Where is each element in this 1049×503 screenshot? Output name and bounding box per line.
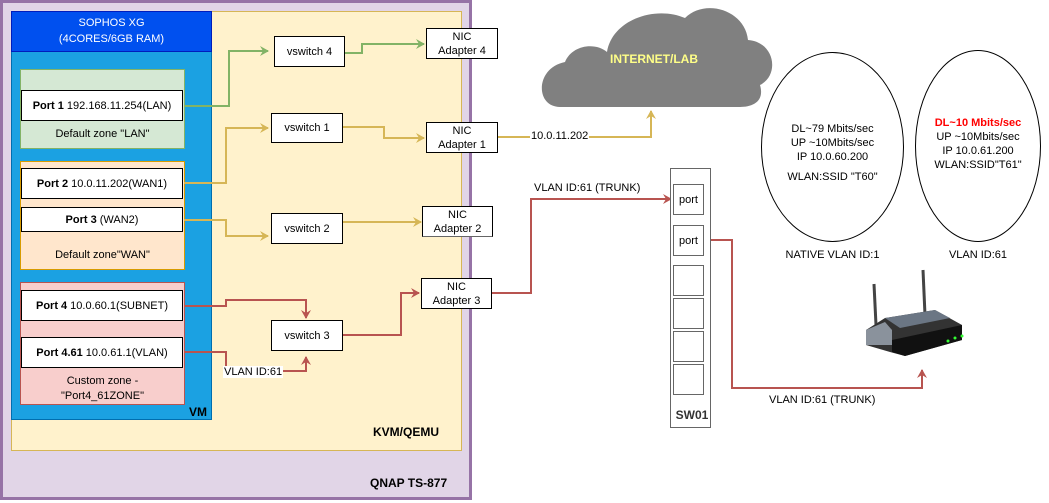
client-ssid: WLAN:SSID "T60"	[787, 171, 878, 183]
switch-port-3[interactable]	[673, 265, 704, 296]
wireless-router-icon	[866, 269, 964, 356]
trunk-label-top: VLAN ID:61 (TRUNK)	[534, 182, 641, 194]
client-ip: IP 10.0.60.200	[796, 151, 869, 163]
client-dl: DL~10 Mbits/sec	[934, 117, 1022, 129]
client-t60	[761, 52, 904, 242]
internet-cloud-label: INTERNET/LAB	[610, 52, 698, 66]
switch-label: SW01	[675, 408, 709, 422]
port-name: Port 4	[35, 299, 68, 312]
client-t61-caption: VLAN ID:61	[948, 249, 1008, 261]
port-3[interactable]: Port 3(WAN2)	[21, 207, 183, 232]
port-detail: 192.168.11.254(LAN)	[66, 99, 172, 112]
sophos-xg-header: SOPHOS XG (4CORES/6GB RAM)	[11, 11, 212, 52]
client-t61	[915, 50, 1041, 242]
link-vswitch4-nic4	[345, 39, 425, 54]
firewall-name: SOPHOS XG	[78, 17, 145, 29]
nic-line1: NIC	[448, 208, 467, 221]
client-t60-caption: NATIVE VLAN ID:1	[785, 249, 880, 261]
client-dl: DL~79 Mbits/sec	[791, 123, 874, 135]
nic-line2: Adapter 1	[438, 138, 486, 151]
zone-custom-label: Custom zone - "Port4_61ZONE"	[20, 374, 185, 404]
port-detail: 10.0.11.202(WAN1)	[71, 177, 168, 190]
link-port1-vswitch4	[184, 46, 269, 107]
firewall-spec: (4CORES/6GB RAM)	[58, 33, 165, 45]
port-name: Port 1	[32, 99, 64, 112]
nic-line2: Adapter 2	[433, 222, 482, 235]
nic-line1: NIC	[447, 280, 466, 293]
zone-lan-label: Default zone "LAN"	[55, 128, 150, 140]
vswitch-1[interactable]: vswitch 1	[271, 113, 343, 143]
port-name: Port 3	[65, 213, 97, 226]
port-detail: (WAN2)	[99, 213, 139, 226]
client-t61-stats: DL~10 Mbits/sec UP ~10Mbits/sec IP 10.0.…	[915, 116, 1041, 172]
vm-label: VM	[189, 405, 207, 419]
kvm-label: KVM/QEMU	[373, 425, 439, 439]
nic-line2: Adapter 4	[438, 44, 486, 57]
client-up: UP ~10Mbits/sec	[790, 137, 875, 149]
link-nic3-switch-port	[492, 194, 672, 294]
trunk-label-bottom: VLAN ID:61 (TRUNK)	[768, 394, 877, 406]
port-detail: 10.0.60.1(SUBNET)	[70, 299, 168, 312]
vswitch-4[interactable]: vswitch 4	[274, 36, 345, 67]
switch-port-4[interactable]	[673, 298, 704, 329]
client-ip: IP 10.0.61.200	[942, 145, 1014, 157]
qnap-label: QNAP TS-877	[370, 476, 448, 490]
wan-ip-label: 10.0.11.202	[530, 130, 590, 142]
port-name: Port 4.61	[36, 346, 83, 359]
nic-line1: NIC	[452, 124, 472, 137]
port-name: Port 2	[36, 177, 69, 190]
nic-line1: NIC	[452, 30, 472, 43]
zone-custom-label-line1: Custom zone -	[66, 375, 139, 387]
zone-custom-label-line2: "Port4_61ZONE"	[60, 390, 144, 402]
vswitch-2[interactable]: vswitch 2	[271, 213, 343, 244]
nic-line2: Adapter 3	[432, 294, 481, 307]
link-vswitch1-nic1	[343, 126, 425, 143]
switch-port-6[interactable]	[673, 364, 704, 395]
client-ssid: WLAN:SSID"T61"	[934, 159, 1022, 171]
vlan-id-label: VLAN ID:61	[223, 366, 284, 378]
client-t60-stats: DL~79 Mbits/sec UP ~10Mbits/sec IP 10.0.…	[761, 122, 904, 184]
link-vswitch3-nic3	[343, 288, 420, 336]
link-port4-vswitch3	[184, 299, 311, 319]
link-port2-vswitch1	[184, 123, 269, 184]
switch-port-2[interactable]: port	[673, 225, 704, 256]
switch-port-5[interactable]	[673, 331, 704, 362]
port-detail: 10.0.61.1(VLAN)	[85, 346, 168, 359]
switch-port-1[interactable]: port	[673, 184, 704, 215]
link-switch-port-router	[704, 239, 927, 389]
vswitch-3[interactable]: vswitch 3	[271, 320, 343, 351]
zone-wan-label: Default zone"WAN"	[55, 249, 150, 261]
link-port3-vswitch2	[184, 219, 269, 241]
client-up: UP ~10Mbits/sec	[936, 131, 1020, 143]
internet-cloud-icon	[541, 8, 773, 108]
